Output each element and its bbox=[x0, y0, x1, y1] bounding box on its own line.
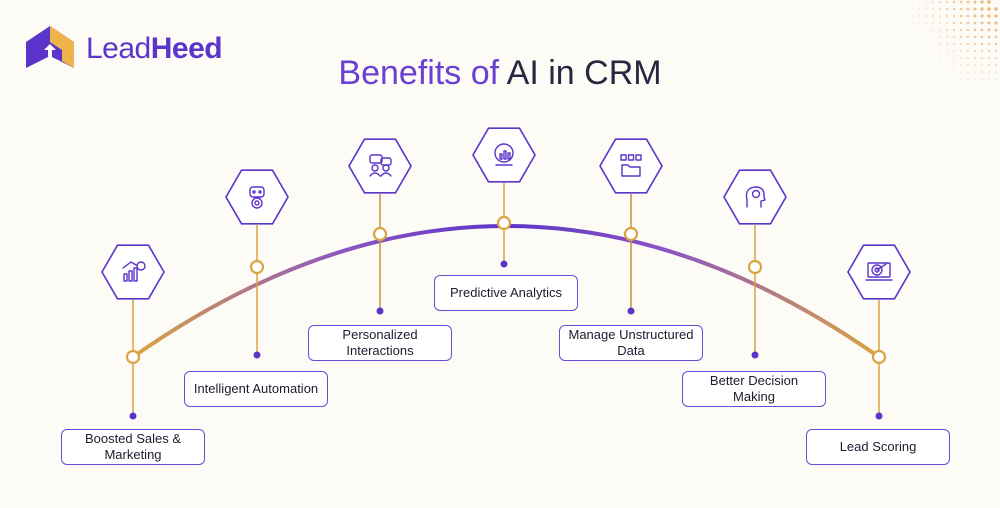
icon-hexagons bbox=[101, 127, 911, 300]
arc-node bbox=[372, 226, 388, 242]
chat-people-icon bbox=[369, 154, 392, 177]
arc-node bbox=[871, 349, 887, 365]
rocket-growth-chart-icon bbox=[122, 261, 146, 282]
head-brain-gear-icon bbox=[745, 186, 766, 208]
icon-hexagon bbox=[599, 138, 663, 194]
benefit-label-lead-scoring: Lead Scoring bbox=[806, 429, 950, 465]
benefit-label-personalized-interactions: Personalized Interactions bbox=[308, 325, 452, 361]
crystal-ball-chart-icon bbox=[494, 143, 514, 166]
robot-gear-icon bbox=[249, 186, 265, 209]
benefit-label-manage-unstructured-data: Manage Unstructured Data bbox=[559, 325, 703, 361]
arc-node bbox=[496, 215, 512, 231]
connector-end-dot bbox=[376, 307, 384, 315]
arc-node bbox=[125, 349, 141, 365]
connector-end-dot bbox=[253, 351, 261, 359]
arc-node bbox=[747, 259, 763, 275]
connector-end-dot bbox=[627, 307, 635, 315]
brand-logo: LeadHeed bbox=[86, 32, 223, 66]
connector-end-dot bbox=[129, 412, 137, 420]
connector-end-dot bbox=[500, 260, 508, 268]
folder-structure-icon bbox=[620, 154, 642, 177]
benefit-label-intelligent-automation: Intelligent Automation bbox=[184, 371, 328, 407]
benefit-label-better-decision-making: Better Decision Making bbox=[682, 371, 826, 407]
brand-name-part2: Heed bbox=[150, 32, 223, 65]
page-title: Benefits of AI in CRM bbox=[0, 54, 1000, 93]
title-part1: Benefits of bbox=[338, 54, 500, 92]
icon-hexagon bbox=[101, 244, 165, 300]
brand-name-part1: Lead bbox=[86, 32, 151, 65]
arc-node bbox=[249, 259, 265, 275]
arc-nodes bbox=[125, 215, 887, 365]
laptop-target-icon bbox=[865, 262, 893, 281]
title-part2: AI in CRM bbox=[506, 54, 662, 92]
decorative-dot-pattern bbox=[904, 0, 998, 94]
icon-hexagon bbox=[847, 244, 911, 300]
connector-end-dot bbox=[751, 351, 759, 359]
benefit-label-predictive-analytics: Predictive Analytics bbox=[434, 275, 578, 311]
icon-hexagon bbox=[348, 138, 412, 194]
connector-end-dot bbox=[875, 412, 883, 420]
logo-icon bbox=[26, 26, 74, 68]
arc-node bbox=[623, 226, 639, 242]
benefit-label-boosted-sales: Boosted Sales & Marketing bbox=[61, 429, 205, 465]
